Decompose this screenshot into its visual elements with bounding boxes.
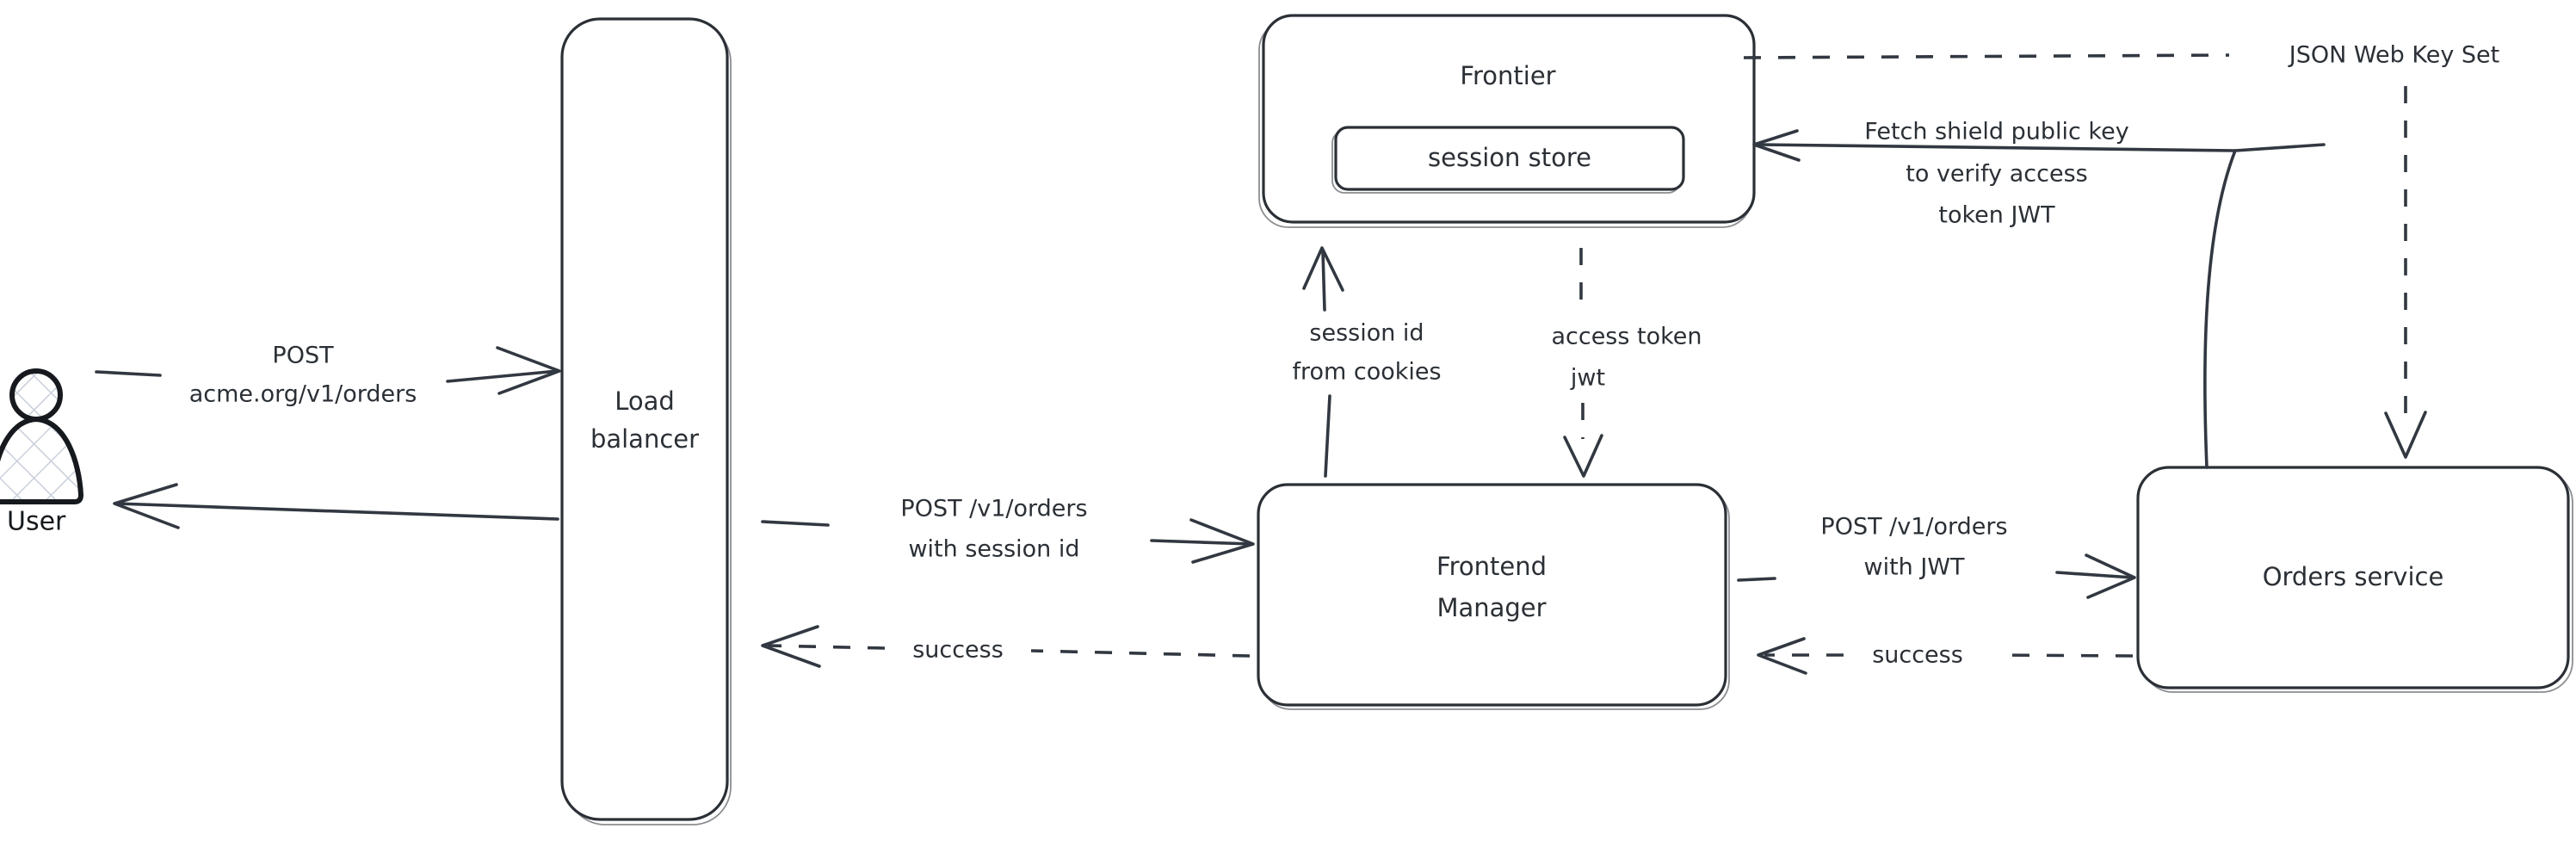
edge-lb-fm-label-line1: POST /v1/orders [900,496,1087,522]
edge-user-lb-arrowhead [496,346,561,395]
edge-frontend-manager-to-load-balancer: success [761,625,1251,668]
edge-orders-fm-dash-right [1994,653,2134,658]
edge-orders-frontier-label-line3: token JWT [1938,202,2055,229]
edge-fm-lb-arrowhead [761,625,821,668]
edge-user-lb-label-line1: POST [272,343,334,369]
edge-fm-frontier-label-line1: session id [1309,320,1424,347]
edge-orders-fm-arrowhead [1757,637,1807,675]
session-store-label: session store [1428,143,1591,172]
edge-orders-frontier-curve [2203,143,2326,469]
edge-frontier-fm-arrowhead [1563,434,1603,478]
edge-lb-user-arrowhead [113,483,180,529]
edge-fm-orders-arrowhead [2085,553,2136,599]
orders-service-box [2136,466,2570,689]
edge-user-lb-label-line2: acme.org/v1/orders [189,381,417,408]
edge-fm-frontier-lower [1324,394,1331,478]
user-label: User [7,507,66,537]
edge-frontier-to-frontend-manager: access token jwt [1551,248,1702,478]
edge-orders-frontier-label-line1: Fetch shield public key [1864,119,2128,145]
edge-lb-fm-line [1150,539,1253,546]
edge-jwks-arrowhead [2384,411,2427,459]
edge-frontier-fm-label-line1: access token [1551,324,1702,350]
edge-frontier-to-orders-service: JSON Web Key Set [1743,42,2499,459]
edge-fm-frontier-upper [1321,250,1326,312]
user-actor: User [0,368,83,537]
edge-fm-frontier-label-line2: from cookies [1292,359,1441,386]
frontier-label: Frontier [1460,61,1555,90]
session-store-box[interactable] [1334,126,1685,191]
node-load-balancer[interactable]: Load balancer [560,17,732,825]
edge-orders-frontier-arrowhead [1752,129,1801,162]
edge-lb-fm-label-line2: with session id [908,536,1079,563]
edge-orders-frontier-line [1757,143,2237,152]
edge-frontier-fm-label-line2: jwt [1570,365,1605,392]
edge-frontend-manager-to-orders-service: POST /v1/orders with JWT [1737,514,2136,599]
edge-fm-orders-line [2055,571,2134,579]
edge-lb-fm-arrowhead [1189,518,1255,564]
edge-fm-orders-label-line1: POST /v1/orders [1820,514,2007,541]
edge-orders-fm-label: success [1872,642,1963,669]
edge-fm-lb-dash-left [767,644,886,650]
edge-fm-frontier-arrowhead [1302,246,1344,292]
edge-orders-service-to-frontier: Fetch shield public key to verify access… [1752,119,2326,469]
edge-orders-service-to-frontend-manager: success [1757,637,2134,675]
edge-load-balancer-to-user [113,483,559,529]
load-balancer-label-line1: Load [615,386,675,416]
edge-load-balancer-to-frontend-manager: POST /v1/orders with session id [761,496,1255,564]
edge-orders-frontier-label-line2: to verify access [1906,161,2087,188]
node-frontend-manager[interactable]: Frontend Manager [1257,483,1730,710]
node-orders-service[interactable]: Orders service [2136,466,2573,693]
edge-user-lb-line [446,369,559,383]
frontend-manager-label-line2: Manager [1436,593,1546,622]
edge-lb-user-line [115,502,559,521]
load-balancer-label-line2: balancer [590,424,699,454]
person-head-icon [9,368,63,422]
edge-jwks-label: JSON Web Key Set [2288,42,2499,69]
edge-frontend-manager-to-frontier: session id from cookies [1292,246,1442,478]
person-body-icon [0,417,83,504]
load-balancer-box [560,17,729,821]
edge-jwks-horizontal [1743,53,2230,59]
frontend-manager-box [1257,483,1727,707]
edge-user-to-load-balancer: POST acme.org/v1/orders [95,343,561,408]
edge-user-lb-stub [95,370,162,377]
edge-fm-lb-label: success [912,637,1004,664]
orders-service-label: Orders service [2263,562,2444,591]
edge-fm-orders-label-line2: with JWT [1863,554,1965,581]
node-frontier[interactable]: Frontier session store [1258,14,1756,228]
edge-fm-lb-dash-right [1030,649,1251,658]
edge-fm-orders-stub [1737,577,1776,582]
frontend-manager-label-line1: Frontend [1436,552,1547,581]
edge-lb-fm-stub [761,520,830,527]
